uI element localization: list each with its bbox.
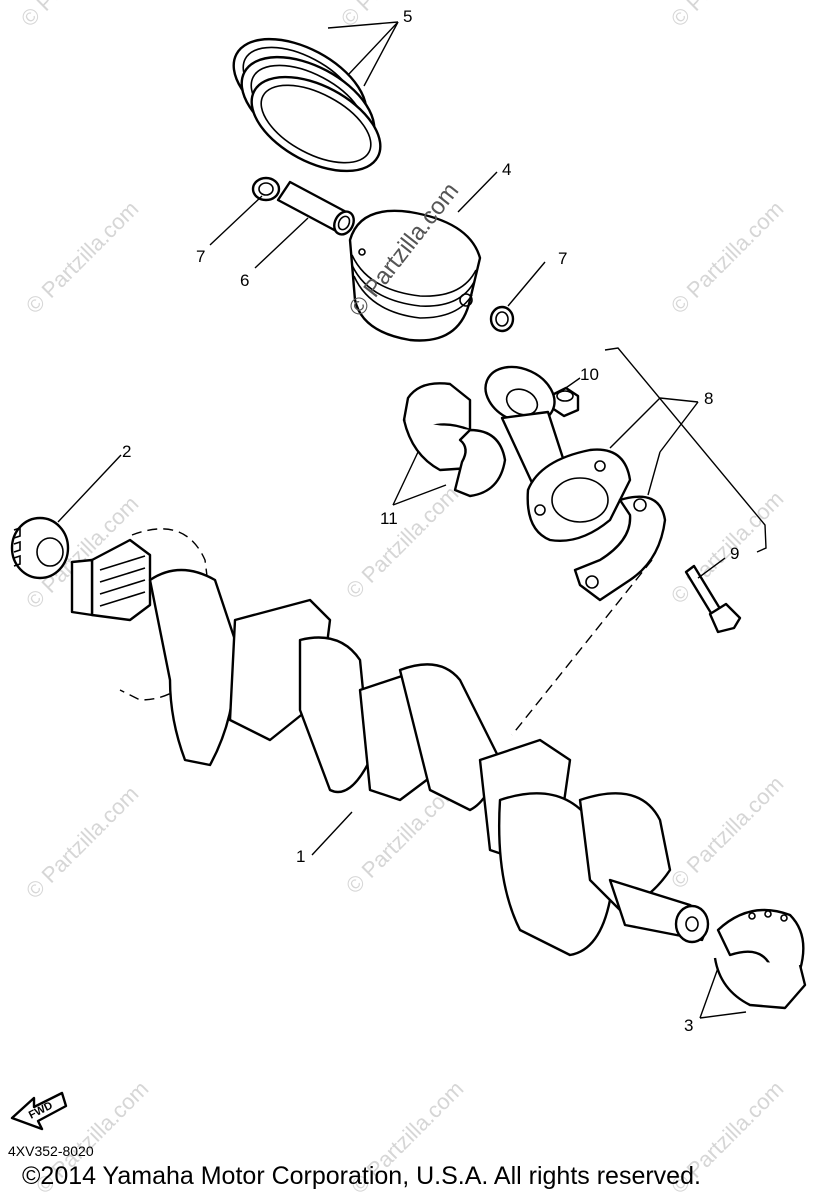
leader-lines — [57, 21, 767, 1019]
rod-bolt[interactable] — [684, 564, 742, 634]
watermark: © Partzilla.com — [16, 0, 139, 32]
watermark: © Partzilla.com — [666, 771, 789, 894]
rod-bearing-lower[interactable] — [453, 428, 507, 498]
connecting-rod[interactable] — [476, 356, 632, 542]
rod-bearing-upper[interactable] — [402, 382, 472, 472]
piston[interactable] — [348, 209, 482, 342]
circlip-right[interactable] — [489, 305, 515, 333]
piston-rings[interactable] — [218, 19, 396, 191]
callout-5: 5 — [403, 7, 412, 26]
watermark: © Partzilla.com — [21, 781, 144, 904]
callout-9: 9 — [730, 544, 739, 563]
callout-4: 4 — [502, 160, 511, 179]
callout-7-left: 7 — [196, 247, 205, 266]
connecting-rod-cap[interactable] — [573, 495, 667, 602]
callout-3: 3 — [684, 1016, 693, 1035]
fwd-arrow-icon: FWD — [10, 1091, 68, 1131]
crank-gear[interactable] — [10, 516, 70, 580]
rod-nut[interactable] — [550, 386, 580, 418]
watermark: © Partzilla.com — [21, 196, 144, 319]
callouts: 5 4 7 6 7 10 8 2 11 9 1 3 — [122, 7, 739, 1035]
watermark: © Partzilla.com — [666, 486, 789, 609]
drawing-code: 4XV352-8020 — [8, 1143, 94, 1159]
crankshaft[interactable] — [70, 528, 710, 957]
main-bearing[interactable] — [713, 908, 807, 1010]
watermark: © Partzilla.com — [341, 481, 464, 604]
callout-8: 8 — [704, 389, 713, 408]
callout-11: 11 — [380, 509, 398, 528]
watermark: © Partzilla.com — [336, 0, 459, 32]
callout-2: 2 — [122, 442, 131, 461]
callout-10: 10 — [580, 365, 599, 384]
watermark: © Partzilla.com — [666, 0, 789, 32]
piston-pin[interactable] — [276, 180, 358, 238]
callout-1: 1 — [296, 847, 305, 866]
callout-6: 6 — [240, 271, 249, 290]
circlip-left[interactable] — [251, 176, 281, 202]
callout-7-right: 7 — [558, 249, 567, 268]
copyright-notice: ©2014 Yamaha Motor Corporation, U.S.A. A… — [22, 1162, 701, 1190]
watermark: © Partzilla.com — [666, 196, 789, 319]
